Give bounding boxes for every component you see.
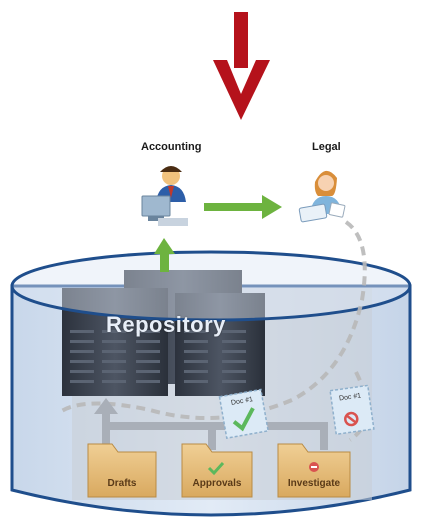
folder-flow-lines [94,398,328,450]
legal-return-path [58,220,367,420]
approved-document-icon [218,388,270,440]
incoming-arrow-icon [213,12,270,120]
drafts-folder-icon [87,443,157,498]
legal-person-icon [298,170,346,223]
investigate-folder-icon [277,443,351,498]
rejected-document-icon [329,384,375,436]
approvals-folder-icon [181,443,253,498]
repository-label: Repository [106,312,226,337]
doc-return-path [348,371,369,442]
approvals-folder-label: Approvals [192,478,242,489]
investigate-folder-label: Investigate [287,478,341,489]
send-arrow-icon [204,195,282,219]
repository-cylinder-top [10,250,412,322]
drafts-folder-label: Drafts [107,478,137,489]
legal-label: Legal [312,141,341,153]
accounting-person-icon [141,166,188,226]
retrieve-arrow-icon [154,238,175,272]
repository-servers [62,270,265,396]
accounting-label: Accounting [141,141,202,153]
